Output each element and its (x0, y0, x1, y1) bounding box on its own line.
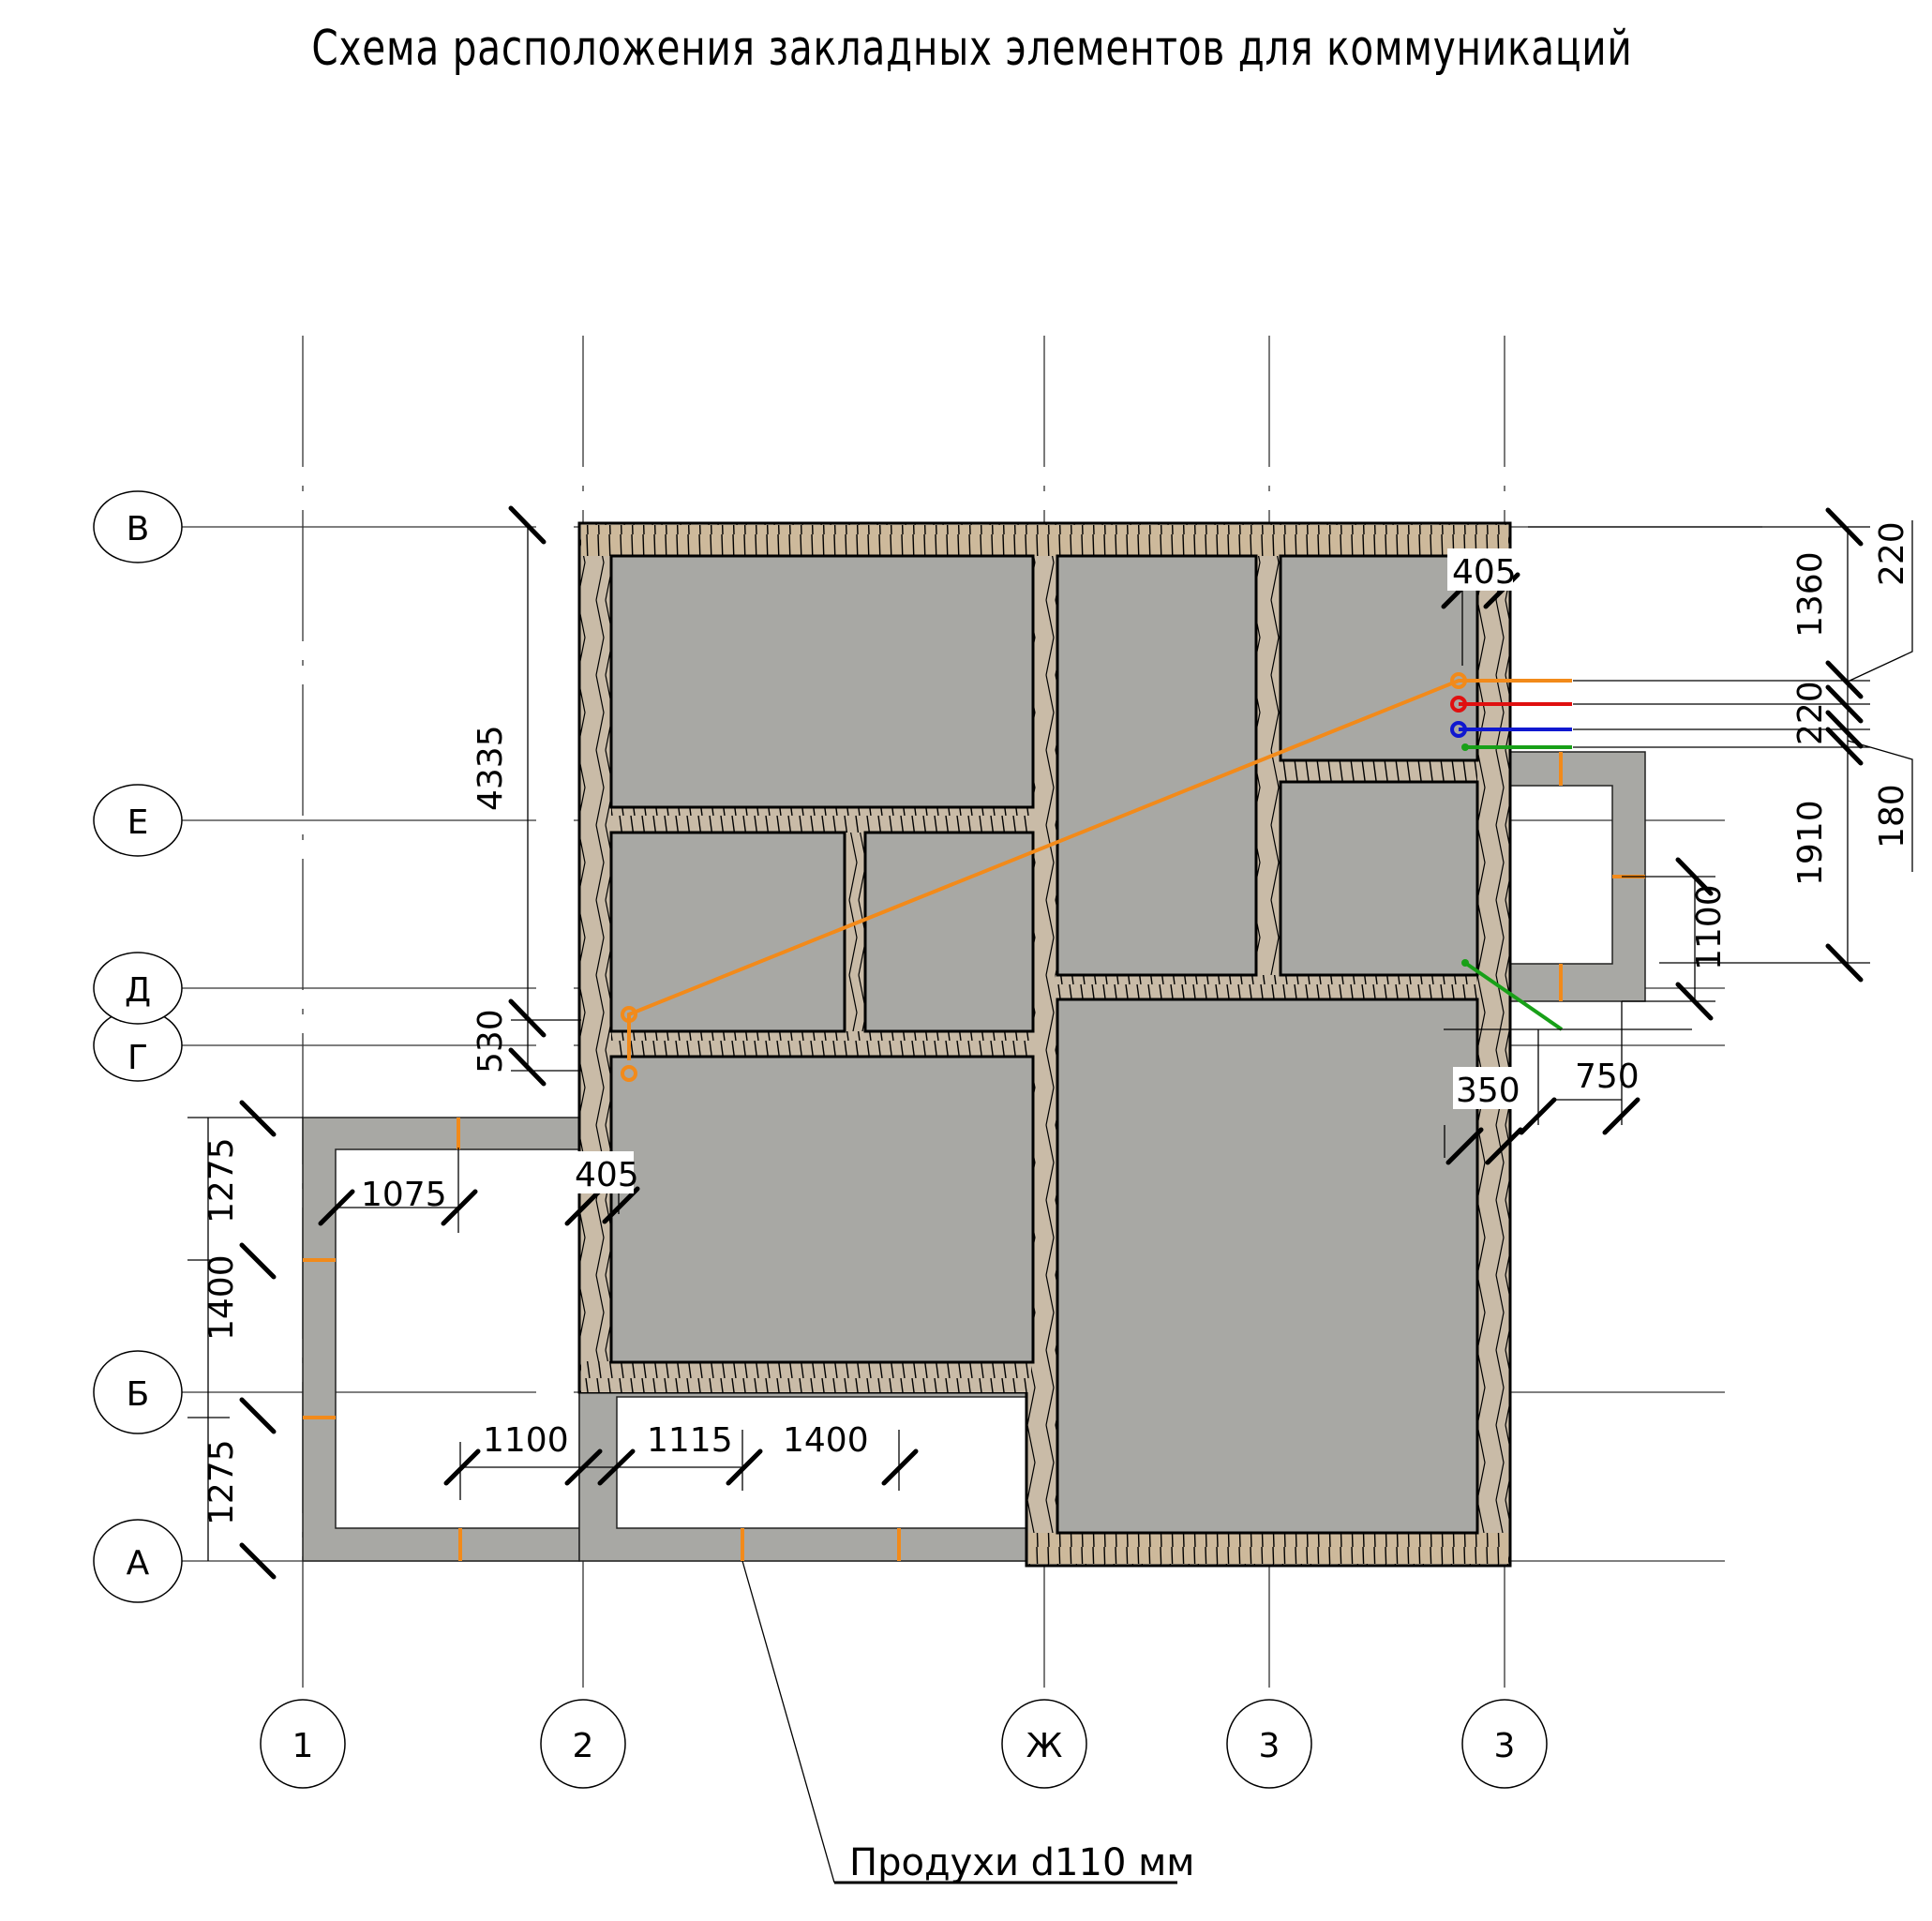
axis-label-Zh: Ж (1026, 1727, 1063, 1765)
axis-label-3a: 3 (1259, 1727, 1281, 1765)
rooms (609, 554, 1479, 1535)
axis-bubble-1 (260, 1699, 346, 1789)
dim-220-mid: 220 (1791, 681, 1830, 745)
room-1 (609, 554, 1035, 809)
dim-180: 180 (1873, 784, 1911, 848)
axis-bubble-A (93, 1519, 183, 1603)
axis-labels-bottom: 1 2 Ж 3 3 (292, 1727, 1516, 1765)
terrace-left (302, 1117, 1027, 1562)
dim-405-top-right: 405 (1452, 553, 1517, 592)
axis-bubble-E (93, 784, 183, 857)
dimension-labels: 4335 530 1275 1400 1275 1075 405 1100 11… (202, 521, 1911, 1525)
dim-1400-bottom: 1400 (783, 1421, 869, 1460)
dim-1115: 1115 (647, 1421, 733, 1460)
room-3 (863, 831, 1035, 1033)
dim-4335: 4335 (472, 725, 510, 811)
utility-cold-water-line (1450, 721, 1572, 738)
room-7 (1279, 780, 1479, 977)
dim-1360: 1360 (1791, 551, 1830, 638)
room-6 (1279, 554, 1479, 762)
axis-bubble-2 (540, 1699, 626, 1789)
axis-label-E: Е (127, 803, 149, 842)
room-4 (609, 1055, 1035, 1364)
axis-bubbles-left (93, 490, 183, 1603)
dimension-lines (187, 520, 1913, 1884)
drawing-title: Схема расположения закладных элементов д… (311, 21, 1633, 77)
axis-label-D: Д (125, 971, 151, 1010)
dim-1275-bottom: 1275 (202, 1439, 241, 1525)
dim-220-top: 220 (1873, 521, 1911, 586)
dim-1400-left: 1400 (202, 1254, 241, 1341)
vents-callout: Продухи d110 мм (849, 1841, 1194, 1884)
axis-bubble-3a (1226, 1699, 1312, 1789)
dim-750: 750 (1575, 1058, 1640, 1096)
axis-label-A: А (127, 1544, 150, 1583)
dim-350: 350 (1456, 1072, 1520, 1110)
dim-1100-bottom: 1100 (483, 1421, 569, 1460)
utility-hot-water-line (1450, 696, 1572, 713)
dim-1100-porch: 1100 (1690, 884, 1729, 970)
room-8 (1056, 998, 1479, 1535)
dim-530: 530 (472, 1009, 510, 1073)
utility-sewer-line (621, 672, 1572, 1082)
axis-bubble-3b (1461, 1699, 1548, 1789)
axis-label-G: Г (127, 1039, 148, 1077)
utility-electric-line (1461, 743, 1572, 1031)
axis-bubble-V (93, 490, 183, 563)
dimension-ticks (239, 505, 1864, 1580)
axis-label-1: 1 (292, 1727, 314, 1765)
axis-label-B: Б (127, 1375, 150, 1414)
axis-label-V: В (127, 510, 150, 548)
room-5 (1056, 554, 1258, 977)
room-2 (609, 831, 846, 1033)
dim-405-left: 405 (575, 1156, 639, 1194)
axis-label-2: 2 (573, 1727, 594, 1765)
axis-bubble-B (93, 1350, 183, 1434)
axis-bubbles-bottom (260, 1699, 1548, 1789)
dim-1275-top: 1275 (202, 1137, 241, 1223)
axis-bubble-D (93, 952, 183, 1025)
axis-labels-left: В Е Г Д Б А (125, 510, 151, 1583)
axis-bubble-Zh (1001, 1699, 1087, 1789)
dim-1075: 1075 (361, 1176, 447, 1214)
dim-1910: 1910 (1791, 800, 1830, 886)
axis-label-3b: 3 (1494, 1727, 1516, 1765)
